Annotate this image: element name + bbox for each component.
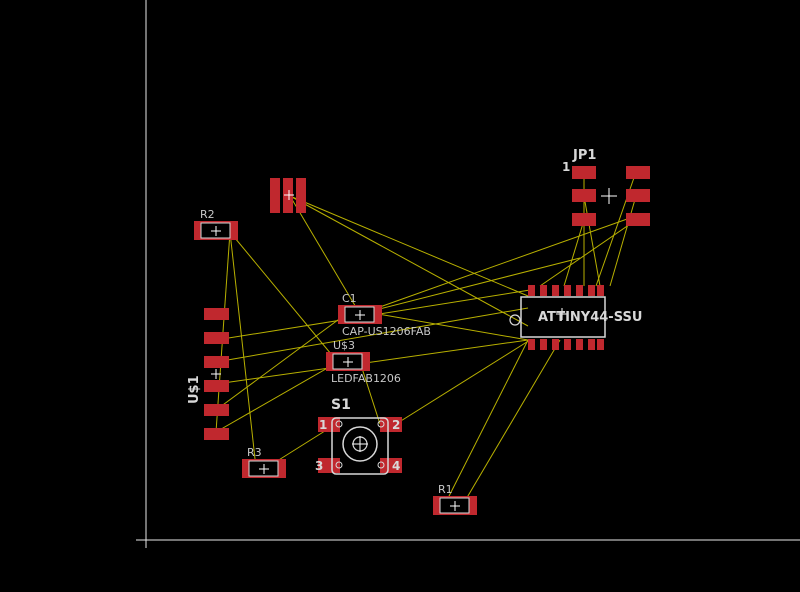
c1-label: C1 xyxy=(342,292,357,305)
s1-pin2: 2 xyxy=(392,418,400,432)
jp1-label: JP1 xyxy=(572,148,596,163)
jp1-pin1-label: 1 xyxy=(562,160,570,174)
u3-led[interactable]: U$3 LEDFAB1206 xyxy=(326,339,401,385)
u1-label: U$1 xyxy=(187,375,202,404)
r2-resistor[interactable]: R2 xyxy=(194,208,238,240)
s1-pin4: 4 xyxy=(392,459,400,473)
u3-value: LEDFAB1206 xyxy=(331,372,401,385)
c1-capacitor[interactable]: C1 CAP-US1206FAB xyxy=(338,292,431,338)
attiny44-chip[interactable]: ATTINY44-SSU xyxy=(509,285,642,350)
three-pad-part[interactable] xyxy=(270,178,306,213)
r1-resistor[interactable]: R1 xyxy=(433,483,477,515)
s1-pin3: 3 xyxy=(315,459,323,473)
c1-value: CAP-US1206FAB xyxy=(342,325,431,338)
s1-switch[interactable]: S1 1 2 3 4 xyxy=(315,397,402,475)
attiny44-label: ATTINY44-SSU xyxy=(538,310,642,325)
r2-label: R2 xyxy=(200,208,215,221)
u3-label: U$3 xyxy=(333,339,355,352)
r1-label: R1 xyxy=(438,483,453,496)
airwires xyxy=(215,171,637,507)
r3-resistor[interactable]: R3 xyxy=(242,446,286,478)
r3-label: R3 xyxy=(247,446,262,459)
u1-header[interactable]: U$1 xyxy=(187,308,229,440)
s1-label: S1 xyxy=(331,397,351,413)
s1-pin1: 1 xyxy=(319,418,327,432)
jp1-header[interactable]: JP1 1 xyxy=(562,148,650,226)
